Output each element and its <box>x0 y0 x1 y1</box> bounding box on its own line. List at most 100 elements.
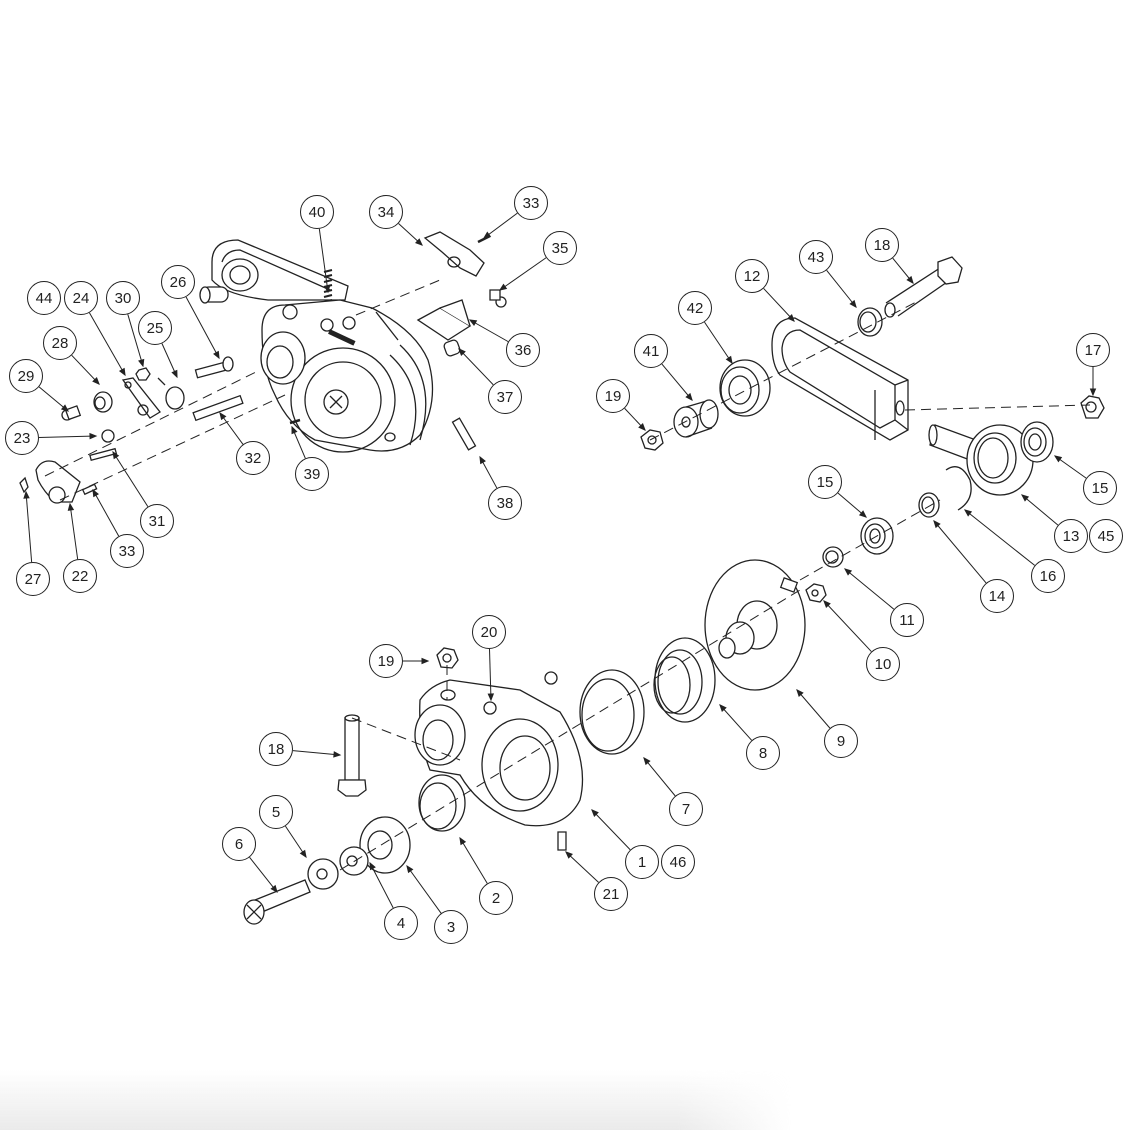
arrowhead-icon <box>788 315 794 321</box>
arrowhead-icon <box>93 490 98 496</box>
axis-lines-upper-right <box>650 300 1090 580</box>
callout-balloon-21[interactable]: 21 <box>594 877 628 911</box>
arrowhead-icon <box>934 521 940 527</box>
callout-balloon-43[interactable]: 43 <box>799 240 833 274</box>
callout-balloon-15b[interactable]: 15 <box>808 465 842 499</box>
leader-line-16 <box>965 510 1035 565</box>
callout-balloon-5[interactable]: 5 <box>259 795 293 829</box>
callout-balloon-32[interactable]: 32 <box>236 441 270 475</box>
callout-balloon-14[interactable]: 14 <box>980 579 1014 613</box>
callout-balloon-41[interactable]: 41 <box>634 334 668 368</box>
callout-balloon-12[interactable]: 12 <box>735 259 769 293</box>
callout-balloon-26[interactable]: 26 <box>161 265 195 299</box>
leader-line-9 <box>797 690 830 728</box>
callout-balloon-13[interactable]: 13 <box>1054 519 1088 553</box>
callout-balloon-18a[interactable]: 18 <box>865 228 899 262</box>
leader-line-1 <box>592 810 630 850</box>
callout-balloon-16[interactable]: 16 <box>1031 559 1065 593</box>
callout-balloon-39[interactable]: 39 <box>295 457 329 491</box>
leader-line-10 <box>824 601 871 652</box>
leader-line-7 <box>644 758 675 796</box>
callout-balloon-36[interactable]: 36 <box>506 333 540 367</box>
leader-line-6 <box>250 857 277 892</box>
arrowhead-icon <box>484 232 490 238</box>
arrowhead-icon <box>422 659 428 664</box>
callout-balloon-30[interactable]: 30 <box>106 281 140 315</box>
callout-balloon-4[interactable]: 4 <box>384 906 418 940</box>
arrowhead-icon <box>566 852 572 858</box>
arrowhead-icon <box>470 320 476 325</box>
arrowhead-icon <box>334 752 340 757</box>
callout-balloon-6[interactable]: 6 <box>222 827 256 861</box>
leader-line-3 <box>407 866 441 913</box>
arrowhead-icon <box>62 405 68 411</box>
callout-balloon-33a[interactable]: 33 <box>514 186 548 220</box>
callout-balloon-8[interactable]: 8 <box>746 736 780 770</box>
leader-line-28 <box>72 355 99 384</box>
leader-line-22 <box>70 504 78 559</box>
callout-balloon-3[interactable]: 3 <box>434 910 468 944</box>
callout-balloon-25[interactable]: 25 <box>138 311 172 345</box>
callout-balloon-9[interactable]: 9 <box>824 724 858 758</box>
arrowhead-icon <box>68 504 73 510</box>
callout-balloon-23[interactable]: 23 <box>5 421 39 455</box>
callout-balloon-35[interactable]: 35 <box>543 231 577 265</box>
callout-balloon-22[interactable]: 22 <box>63 559 97 593</box>
callout-balloon-1[interactable]: 1 <box>625 845 659 879</box>
arrowhead-icon <box>907 277 913 283</box>
leader-line-40 <box>319 229 328 292</box>
callout-balloon-24[interactable]: 24 <box>64 281 98 315</box>
arrowhead-icon <box>727 357 732 363</box>
leader-line-12 <box>764 288 794 321</box>
callout-balloon-44[interactable]: 44 <box>27 281 61 315</box>
leader-line-23 <box>39 436 96 438</box>
callout-balloon-18b[interactable]: 18 <box>259 732 293 766</box>
arrowhead-icon <box>480 457 485 463</box>
arrowhead-icon <box>172 371 177 377</box>
leader-line-33b <box>93 490 119 536</box>
callout-balloon-38[interactable]: 38 <box>488 486 522 520</box>
callout-balloon-11[interactable]: 11 <box>890 603 924 637</box>
callout-balloon-10[interactable]: 10 <box>866 647 900 681</box>
callout-balloon-17[interactable]: 17 <box>1076 333 1110 367</box>
leader-lines <box>24 213 1096 913</box>
callout-balloon-2[interactable]: 2 <box>479 881 513 915</box>
arrowhead-icon <box>370 863 375 869</box>
leader-line-4 <box>370 863 393 908</box>
callout-balloon-46[interactable]: 46 <box>661 845 695 879</box>
callout-balloon-20[interactable]: 20 <box>472 615 506 649</box>
arrowhead-icon <box>301 851 306 857</box>
arrowhead-icon <box>1055 456 1061 462</box>
callout-balloon-29[interactable]: 29 <box>9 359 43 393</box>
bottom-shadow <box>0 1070 1130 1130</box>
callout-balloon-45[interactable]: 45 <box>1089 519 1123 553</box>
leader-line-42 <box>704 322 732 363</box>
callout-balloon-31[interactable]: 31 <box>140 504 174 538</box>
arrowhead-icon <box>500 285 506 290</box>
leader-line-31 <box>113 452 148 507</box>
arrowhead-icon <box>93 378 99 384</box>
callout-balloon-40[interactable]: 40 <box>300 195 334 229</box>
callout-balloon-15a[interactable]: 15 <box>1083 471 1117 505</box>
arrowhead-icon <box>325 286 330 292</box>
axis-lines-lower <box>340 590 800 870</box>
upper-left-assembly <box>200 240 433 452</box>
arrowhead-icon <box>459 349 465 355</box>
arrowhead-icon <box>113 452 118 458</box>
leader-line-30 <box>128 314 143 366</box>
callout-balloon-34[interactable]: 34 <box>369 195 403 229</box>
axis-lines-upper-left <box>45 280 440 500</box>
upper-right-assembly <box>641 257 1104 602</box>
callout-balloon-7[interactable]: 7 <box>669 792 703 826</box>
callout-balloon-42[interactable]: 42 <box>678 291 712 325</box>
callout-balloon-27[interactable]: 27 <box>16 562 50 596</box>
callout-balloon-19b[interactable]: 19 <box>369 644 403 678</box>
leader-line-24 <box>89 313 125 375</box>
arrowhead-icon <box>120 369 125 375</box>
callout-balloon-37[interactable]: 37 <box>488 380 522 414</box>
leader-line-33a <box>484 213 517 238</box>
arrowhead-icon <box>139 360 144 366</box>
callout-balloon-33b[interactable]: 33 <box>110 534 144 568</box>
callout-balloon-19a[interactable]: 19 <box>596 379 630 413</box>
callout-balloon-28[interactable]: 28 <box>43 326 77 360</box>
